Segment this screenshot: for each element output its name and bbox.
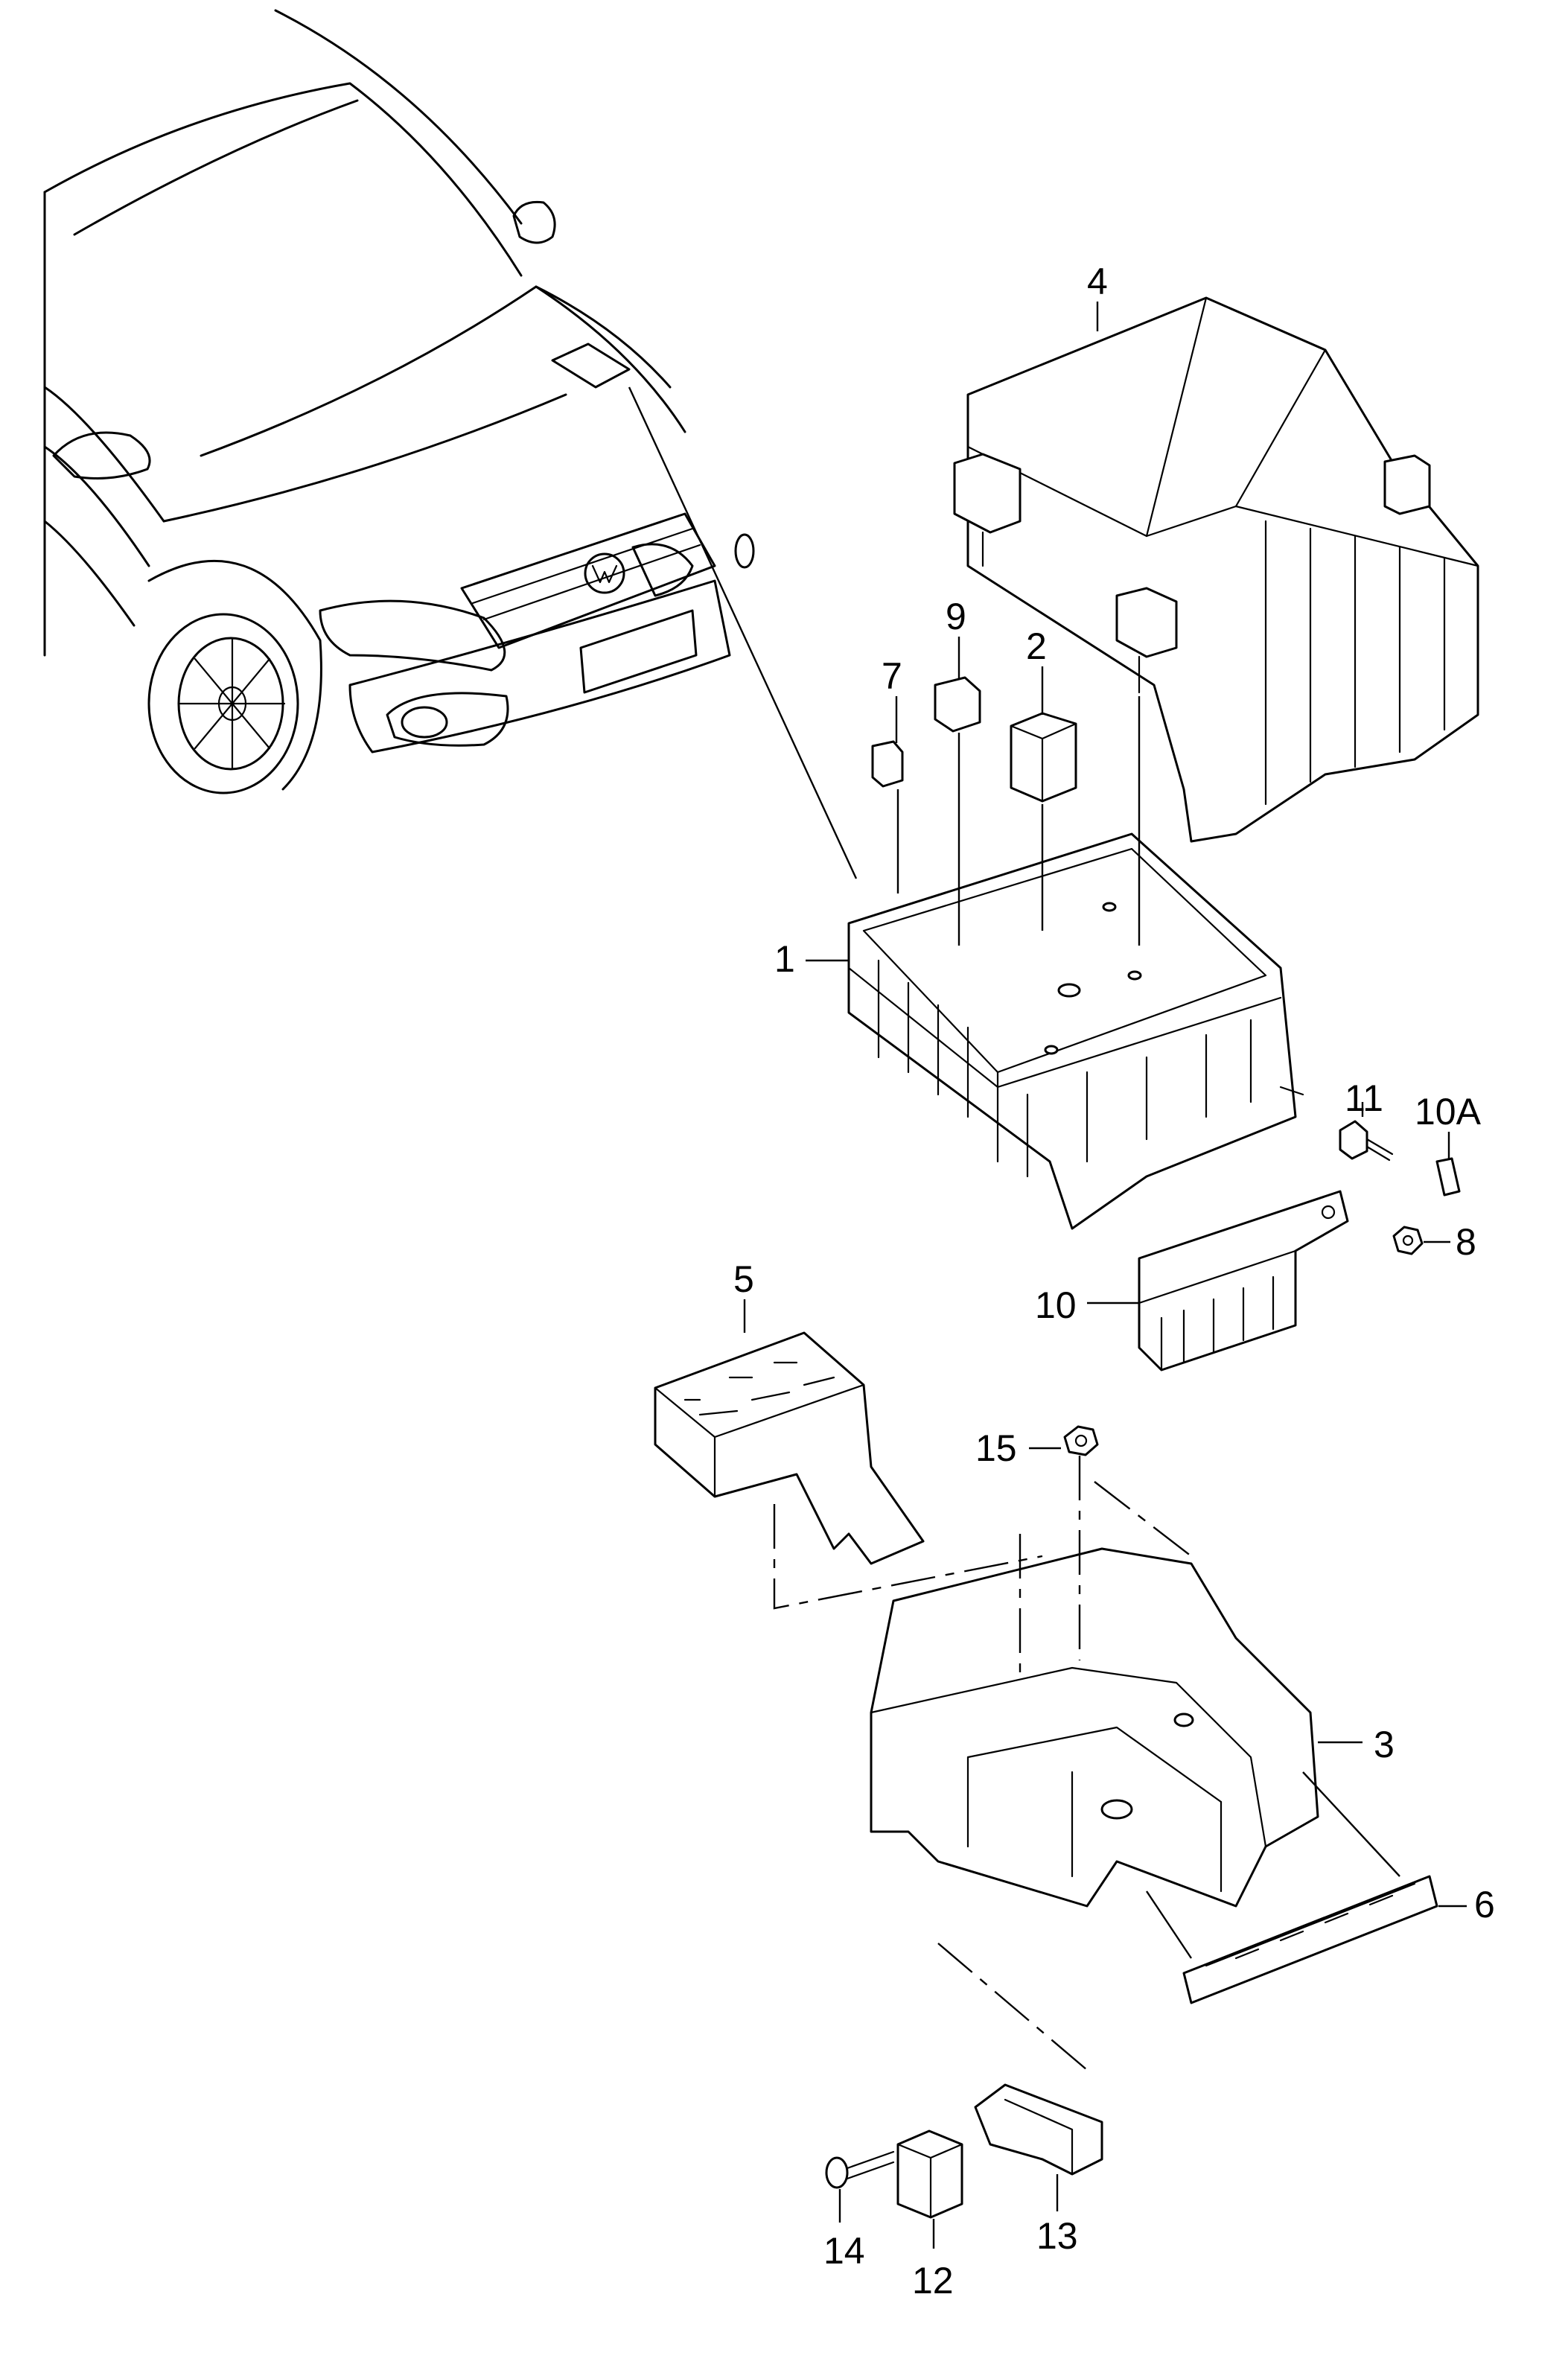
callout-2: 2 xyxy=(1026,625,1047,667)
callout-7: 7 xyxy=(882,655,902,697)
callout-15: 15 xyxy=(975,1427,1017,1469)
part-12-relay xyxy=(896,2129,963,2249)
callout-10: 10 xyxy=(1035,1284,1077,1326)
callout-11: 11 xyxy=(1345,1077,1383,1119)
callout-labels: 1 2 3 4 5 6 7 8 9 10 10A 11 12 13 14 15 xyxy=(733,261,1495,2301)
fog-lamp xyxy=(401,706,448,739)
part-1-fuse-box xyxy=(847,696,1304,1230)
part-10-busbar xyxy=(1087,1190,1349,1372)
part-14-screw xyxy=(825,2150,895,2223)
callout-1: 1 xyxy=(774,938,795,980)
part-13-bracket xyxy=(937,1943,1103,2211)
part-8-nut xyxy=(1392,1226,1450,1255)
part-15-nut xyxy=(1029,1425,1099,1456)
part-11-bolt xyxy=(1339,1102,1394,1162)
grille xyxy=(460,512,716,649)
front-wheel xyxy=(147,613,299,794)
callout-13: 13 xyxy=(1036,2215,1078,2257)
part-4-cover xyxy=(953,296,1479,843)
front-bumper xyxy=(348,579,731,754)
license-plate xyxy=(579,609,698,694)
part-9-fuse xyxy=(934,676,981,733)
vehicle-illustration xyxy=(43,9,858,879)
callout-4: 4 xyxy=(1087,261,1108,302)
callout-6: 6 xyxy=(1474,1884,1495,1925)
headlight-right xyxy=(631,543,694,597)
headlight-left xyxy=(319,599,506,672)
callout-5: 5 xyxy=(733,1258,754,1300)
callout-14: 14 xyxy=(823,2230,865,2272)
vw-badge-icon xyxy=(584,552,625,594)
callout-9: 9 xyxy=(946,596,966,637)
part-10a-fuse xyxy=(1435,1132,1461,1197)
callout-12: 12 xyxy=(912,2260,954,2301)
part-6-strip xyxy=(1146,1771,1467,2004)
callout-3: 3 xyxy=(1374,1724,1395,1765)
part-5-cover xyxy=(654,1299,925,1565)
callout-10a: 10A xyxy=(1415,1091,1482,1132)
part-3-bracket xyxy=(773,1456,1363,1908)
callout-8: 8 xyxy=(1456,1221,1476,1263)
hood-label-square xyxy=(551,343,631,389)
part-7-fuse xyxy=(871,740,904,788)
part-2-relay xyxy=(1010,712,1077,803)
